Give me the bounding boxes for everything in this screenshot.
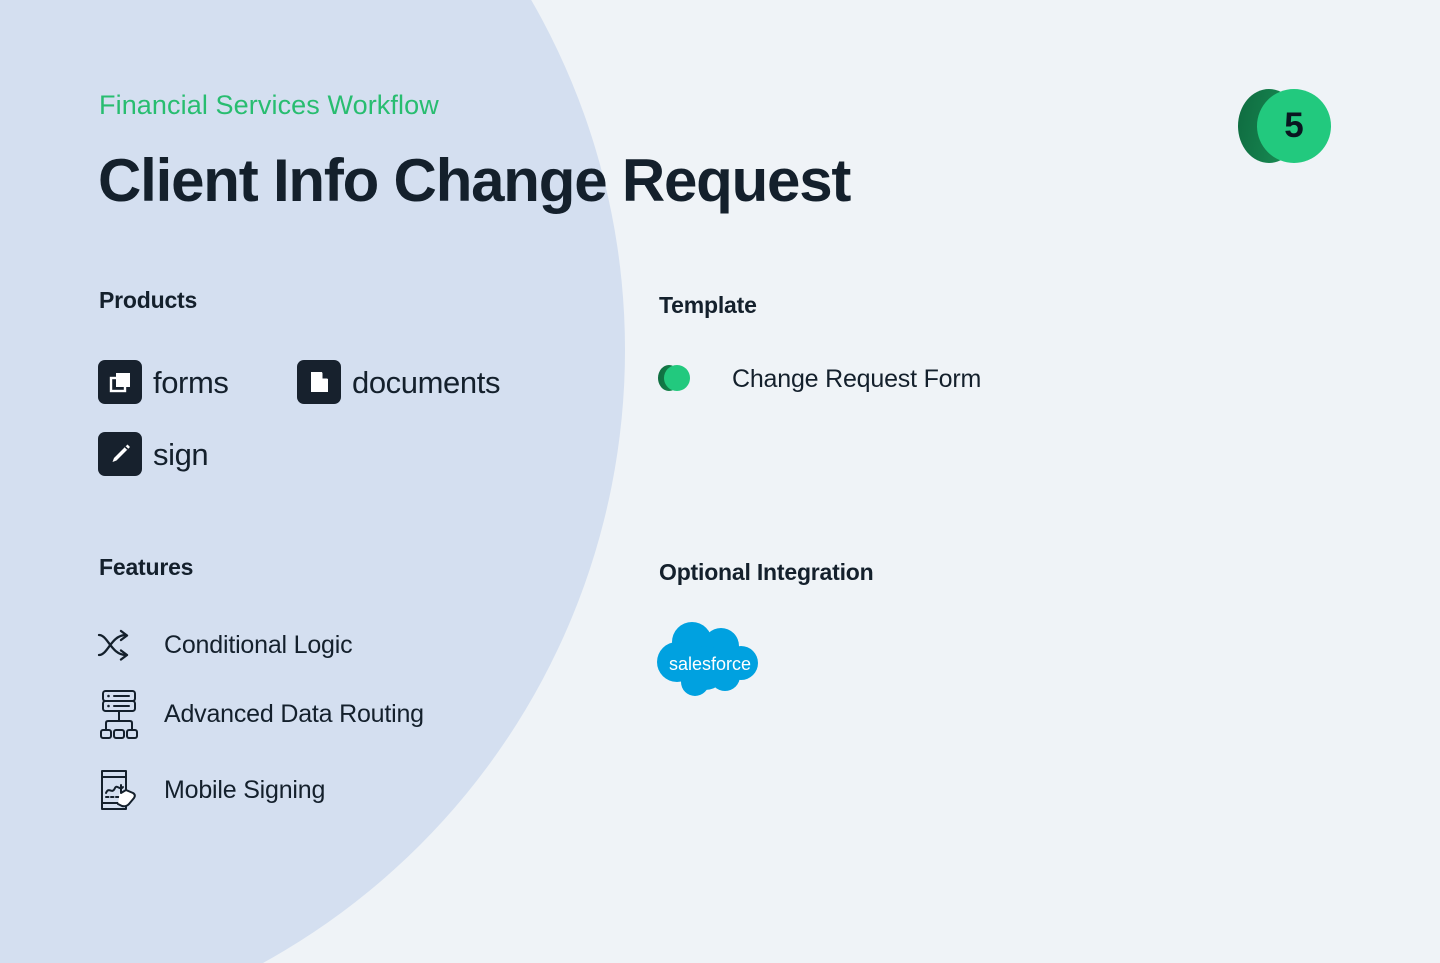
product-item-sign[interactable]: sign [98,432,209,476]
salesforce-wordmark: salesforce [669,654,751,674]
server-network-icon [93,688,145,740]
feature-label: Advanced Data Routing [164,699,424,728]
stacked-squares-icon [98,360,142,404]
feature-item-conditional-logic[interactable]: Conditional Logic [93,619,353,671]
step-badge-number: 5 [1284,105,1304,145]
shuffle-arrows-icon [93,619,145,671]
step-badge-face: 5 [1257,89,1331,163]
eyebrow-label: Financial Services Workflow [99,90,439,120]
products-heading: Products [99,287,198,313]
template-item[interactable]: Change Request Form [658,363,981,395]
step-badge: 5 [1238,89,1331,169]
document-page-icon [297,360,341,404]
feature-label: Conditional Logic [164,630,353,659]
feature-item-mobile-signing[interactable]: Mobile Signing [93,764,325,816]
features-heading: Features [99,554,194,580]
product-item-documents[interactable]: documents [297,360,500,404]
page-title: Client Info Change Request [98,147,851,214]
mobile-signature-icon [93,764,145,816]
product-label: forms [153,364,229,400]
feature-label: Mobile Signing [164,775,326,804]
feature-item-advanced-data-routing[interactable]: Advanced Data Routing [93,688,424,740]
template-heading: Template [659,292,757,318]
product-label: documents [352,364,501,400]
green-dot-icon [658,363,690,395]
product-item-forms[interactable]: forms [98,360,229,404]
salesforce-cloud-icon[interactable]: salesforce [655,620,767,698]
template-label: Change Request Form [732,364,982,393]
product-label: sign [153,436,209,472]
integration-heading: Optional Integration [659,559,874,585]
pencil-icon [98,432,142,476]
